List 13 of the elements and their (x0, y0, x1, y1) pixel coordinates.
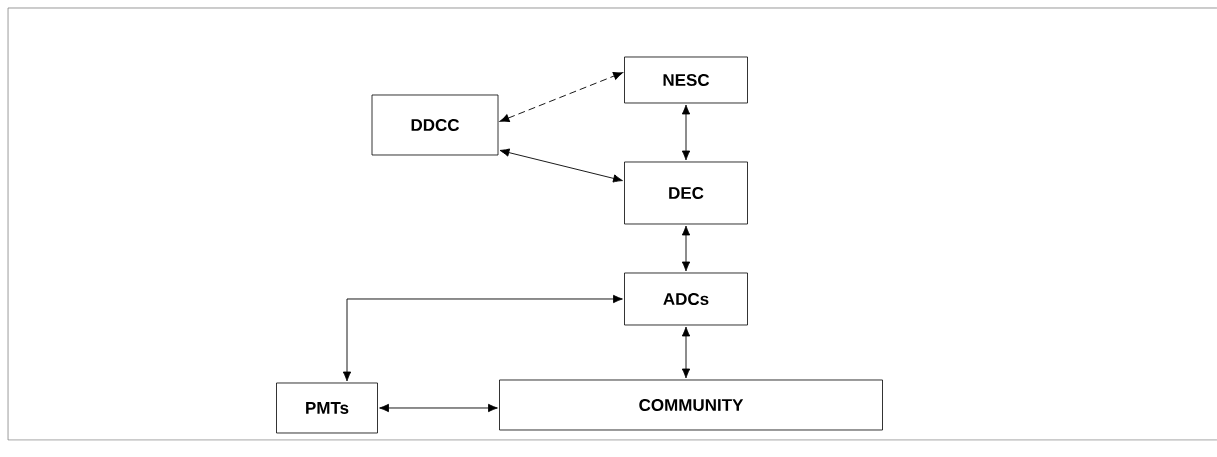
arrow (681, 326, 691, 379)
arrow (499, 72, 623, 122)
label-box: DEC (624, 161, 748, 225)
arrow (499, 148, 623, 183)
arrow (681, 104, 691, 161)
arrow (342, 294, 623, 382)
arrow (379, 403, 498, 413)
label-box: DDCC (371, 94, 499, 156)
label-box: NESC (624, 56, 748, 104)
label-box: COMMUNITY (499, 379, 883, 431)
arrow (681, 225, 691, 272)
label-box: PMTs (276, 382, 378, 434)
label-box: ADCs (624, 272, 748, 326)
